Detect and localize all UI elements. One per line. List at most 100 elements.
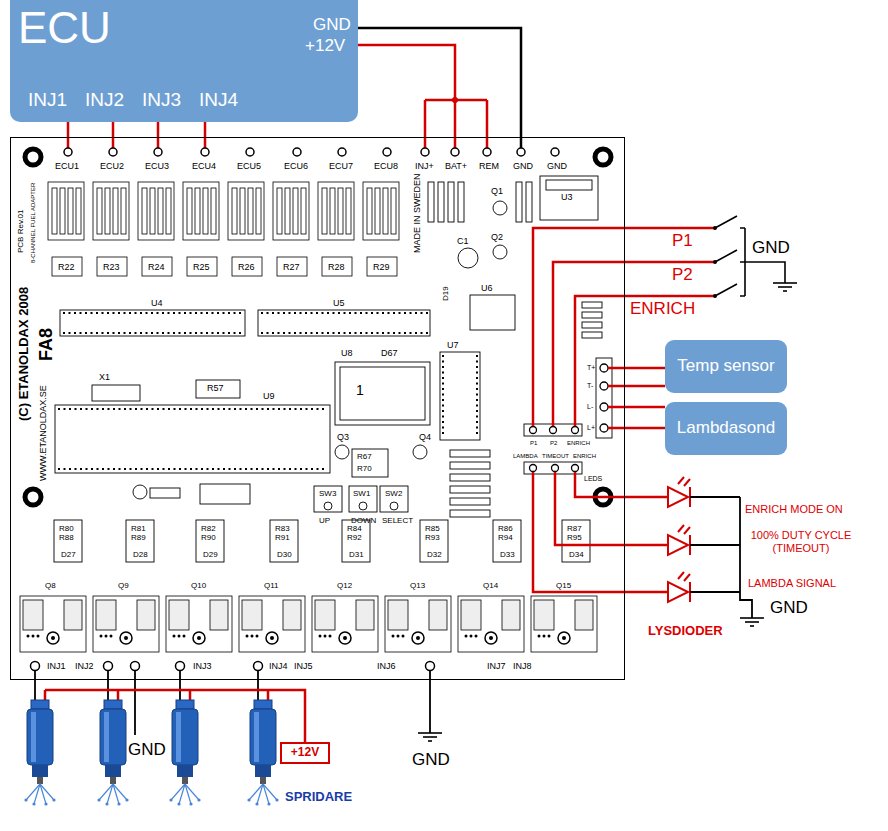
silkscreen-label: BAT+ <box>445 162 467 172</box>
silkscreen-label: SW2 <box>385 490 402 499</box>
header-pin <box>338 148 346 156</box>
silkscreen-label: INJ1 <box>47 662 66 672</box>
channel-resistors <box>93 182 129 276</box>
annotation-label: LAMBDA SIGNAL <box>748 577 836 590</box>
components <box>440 352 480 440</box>
silkscreen-label: ECU6 <box>284 162 308 172</box>
silkscreen-label: GND <box>547 162 567 172</box>
components <box>150 488 180 498</box>
channel-resistors <box>183 182 219 276</box>
silkscreen-label: ECU2 <box>100 162 124 172</box>
led-symbol <box>668 477 690 602</box>
mounting-hole <box>25 489 41 505</box>
power-modules <box>458 596 524 652</box>
silkscreen-label: D33 <box>500 551 515 560</box>
components <box>335 445 349 459</box>
power-modules <box>20 596 597 652</box>
components <box>335 362 430 425</box>
bottom-pin <box>426 662 435 671</box>
silkscreen-label: Q3 <box>337 433 349 443</box>
signal-pin <box>572 427 579 434</box>
silkscreen-label: INJ5 <box>294 662 313 672</box>
mounting-hole <box>25 149 611 505</box>
silkscreen-label: INJ3 <box>193 662 212 672</box>
components <box>390 502 398 510</box>
silkscreen-label: SELECT <box>382 517 413 526</box>
signal-pin <box>530 465 537 472</box>
chip-pins <box>58 313 477 469</box>
silkscreen-label: D30 <box>277 551 292 560</box>
signal-pin <box>600 382 608 390</box>
power-modules <box>239 596 305 652</box>
ground-symbol <box>740 618 764 626</box>
components <box>458 182 464 222</box>
components <box>200 484 250 504</box>
channel-resistors <box>138 182 174 276</box>
led-symbol <box>678 477 690 602</box>
silkscreen-label: ENRICH <box>573 453 596 460</box>
signal-wires <box>533 228 715 426</box>
silkscreen-label: R85 <box>425 525 440 534</box>
ground-wire <box>520 137 523 148</box>
silkscreen-label: 1 <box>356 383 364 398</box>
components <box>516 182 522 222</box>
annotation-label: GND <box>770 598 808 618</box>
silkscreen-label: GND <box>513 162 533 172</box>
switch-contact <box>713 294 717 298</box>
header-pin <box>201 148 209 156</box>
injector-wire <box>35 671 430 735</box>
signal-wires <box>608 368 625 428</box>
silkscreen-label: R25 <box>193 263 210 273</box>
injector-symbol <box>24 700 55 806</box>
silkscreen-label: Q14 <box>483 582 498 591</box>
silkscreen-label: ECU7 <box>329 162 353 172</box>
silkscreen-label: R24 <box>148 263 165 273</box>
silkscreen-label: R80 <box>59 525 74 534</box>
chip-pins <box>58 313 477 469</box>
signal-pin <box>550 427 557 434</box>
silkscreen-label: U3 <box>561 193 573 203</box>
power-modules <box>385 596 451 652</box>
channel-resistors <box>48 182 399 276</box>
silkscreen-label: R70 <box>357 465 372 474</box>
silkscreen-label: Q13 <box>410 582 425 591</box>
silkscreen-label: R94 <box>498 534 513 543</box>
components <box>133 485 147 499</box>
wire-connector <box>358 45 455 137</box>
wire-connector <box>157 122 160 137</box>
power-modules <box>531 596 597 652</box>
wire-connector <box>625 427 665 430</box>
components <box>493 201 507 215</box>
silkscreen-label: D32 <box>427 551 442 560</box>
silkscreen-label: Q12 <box>337 582 352 591</box>
header-pin <box>109 148 117 156</box>
components <box>596 358 612 438</box>
components <box>450 450 490 457</box>
components <box>359 502 367 510</box>
header-pin <box>293 148 301 156</box>
ecu-box: ECUGND+12VINJ1INJ2INJ3INJ4 <box>10 0 358 122</box>
silkscreen-label: MADE IN SWEDEN <box>413 173 423 253</box>
wire-connector <box>625 406 665 409</box>
silkscreen-label: R87 <box>567 525 582 534</box>
annotation-label: GND <box>752 238 790 258</box>
silkscreen-label: UP <box>319 517 330 526</box>
signal-pin <box>600 364 608 372</box>
silkscreen-label: T- <box>587 382 593 390</box>
components <box>546 180 592 190</box>
silkscreen-label: INJ7 <box>487 662 506 672</box>
silkscreen-label: INJ6 <box>377 662 396 672</box>
switch-contact <box>713 226 717 230</box>
silkscreen-label: R28 <box>328 263 345 273</box>
components <box>582 312 602 318</box>
pcb-board: ECU1ECU2ECU3ECU4ECU5ECU6ECU7ECU8INJ+BAT+… <box>10 137 625 680</box>
silkscreen-label: R81 <box>131 525 146 534</box>
injector-symbol <box>24 700 278 806</box>
switch-symbol <box>715 216 737 296</box>
components <box>342 520 370 562</box>
power-modules <box>166 596 232 652</box>
injector-symbol <box>97 700 128 806</box>
silkscreen-label: LEDS <box>584 475 602 483</box>
silkscreen-label: Q8 <box>45 582 56 591</box>
silkscreen-label: U5 <box>333 299 345 309</box>
